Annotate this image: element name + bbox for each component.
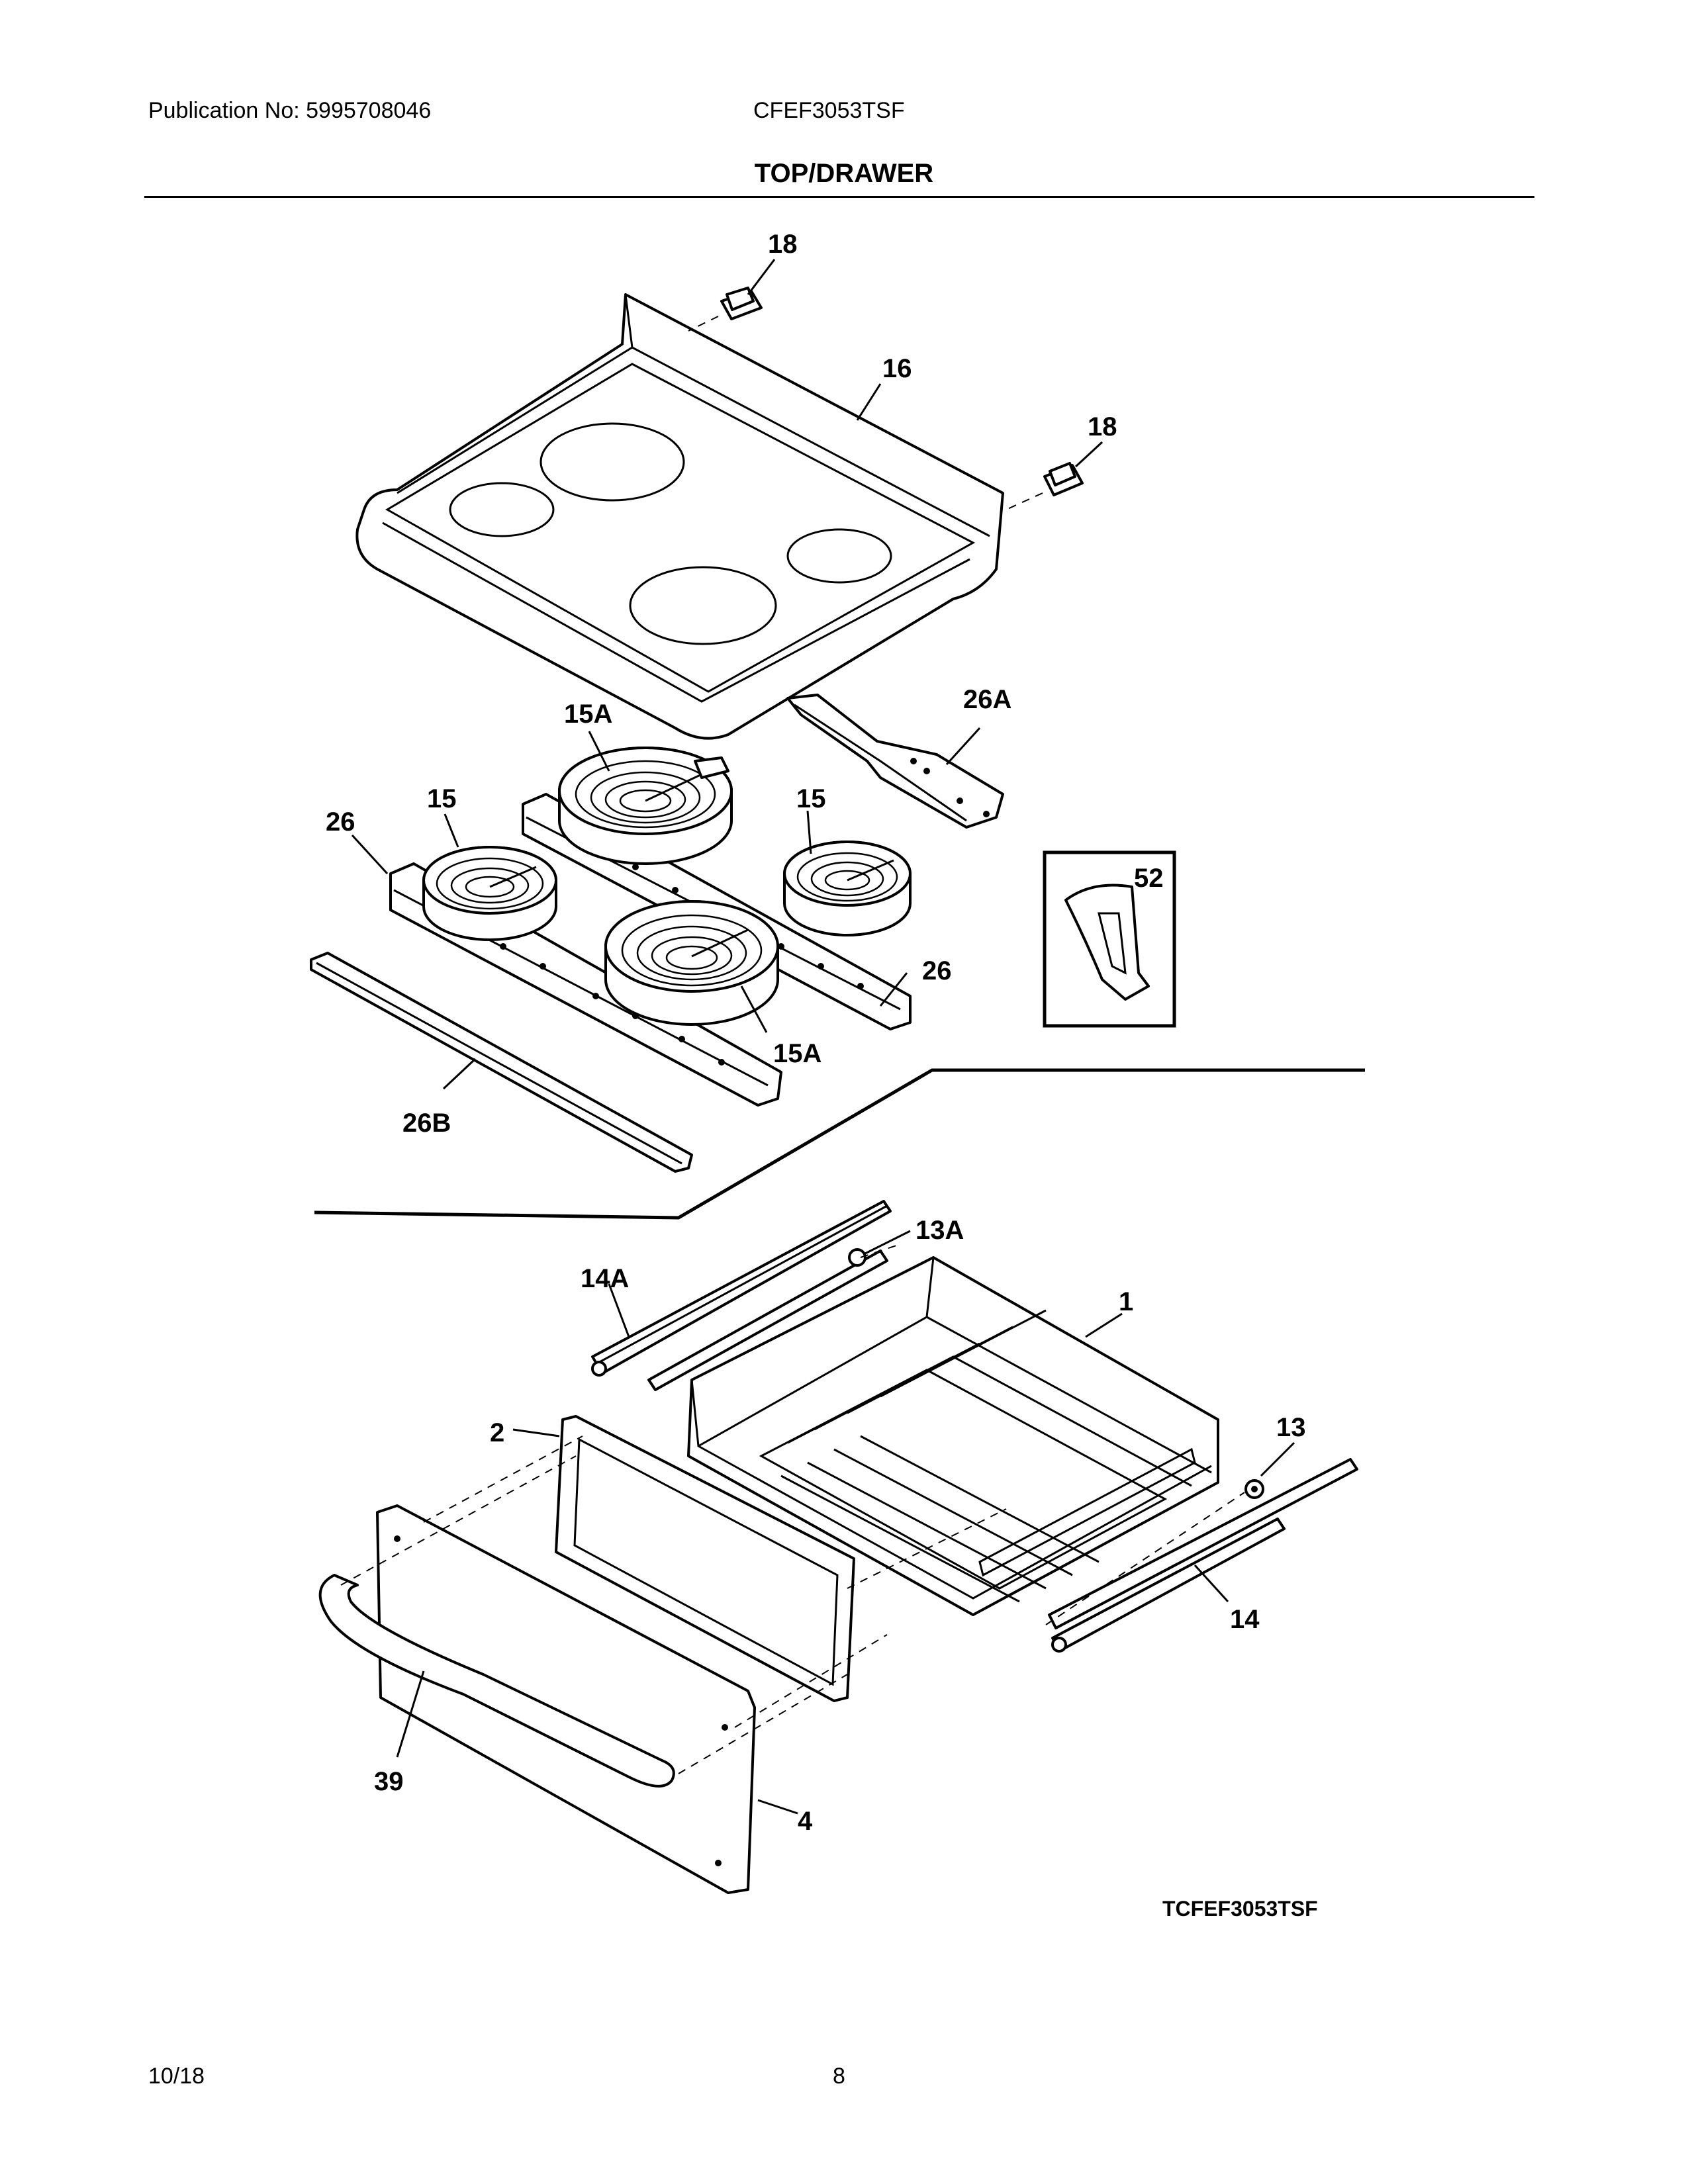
- inner-panel-part-2[interactable]: [555, 1415, 855, 1702]
- drawer-front-part-4[interactable]: [376, 1504, 756, 1894]
- drawer-slide-part-14[interactable]: [1048, 1458, 1358, 1653]
- section-title: TOP/DRAWER: [754, 159, 934, 188]
- bracket-part-18-upper[interactable]: [688, 287, 763, 332]
- callout-15-left: 15: [427, 784, 457, 813]
- callout-26-right: 26: [922, 956, 952, 985]
- publication-number: Publication No: 5995708046: [148, 98, 432, 123]
- callout-13A: 13A: [915, 1216, 964, 1245]
- model-number: CFEF3053TSF: [753, 98, 905, 123]
- callout-14: 14: [1230, 1605, 1260, 1634]
- wire-harness-part-26A[interactable]: [786, 694, 1004, 829]
- section-divider: [314, 1068, 1365, 1220]
- callout-4: 4: [798, 1807, 813, 1836]
- drawer-roller-part-13[interactable]: [1244, 1479, 1264, 1499]
- drawer-slide-part-14A[interactable]: [591, 1200, 892, 1377]
- drawer-slide-part-13A[interactable]: [647, 1248, 888, 1391]
- callout-2: 2: [490, 1418, 504, 1447]
- callout-39: 39: [374, 1767, 404, 1796]
- trim-strip-part-26B[interactable]: [310, 952, 693, 1173]
- callout-13: 13: [1276, 1413, 1306, 1442]
- drawer-body-part-1[interactable]: [687, 1256, 1219, 1616]
- drawing-id: TCFEF3053TSF: [1162, 1897, 1318, 1921]
- bracket-part-18-lower[interactable]: [1006, 462, 1084, 510]
- inset-part-52[interactable]: [1043, 850, 1176, 1028]
- surface-element-part-15A-front[interactable]: [604, 900, 779, 1026]
- callout-15A-top: 15A: [564, 700, 612, 729]
- footer-date: 10/18: [148, 2064, 205, 2089]
- page-number: 8: [833, 2064, 845, 2089]
- callout-18-lower: 18: [1088, 412, 1117, 441]
- callout-14A: 14A: [581, 1264, 629, 1293]
- callout-16: 16: [882, 354, 912, 383]
- callout-26-left: 26: [326, 807, 355, 837]
- surface-element-part-15-right-rear[interactable]: [783, 841, 912, 936]
- callout-18-upper: 18: [768, 230, 798, 259]
- callout-1: 1: [1119, 1287, 1133, 1316]
- callout-15-right: 15: [796, 784, 826, 813]
- header-rule: [144, 196, 1534, 198]
- callout-26B: 26B: [402, 1109, 451, 1138]
- callout-15A-bottom: 15A: [773, 1039, 821, 1068]
- surface-element-part-15A-rear[interactable]: [558, 747, 733, 865]
- cooktop-part-16[interactable]: [355, 293, 1004, 740]
- drawer-handle-part-39[interactable]: [318, 1574, 675, 1788]
- callout-52: 52: [1134, 864, 1164, 893]
- surface-element-part-15-left-front[interactable]: [422, 846, 557, 941]
- callout-26A: 26A: [963, 685, 1011, 714]
